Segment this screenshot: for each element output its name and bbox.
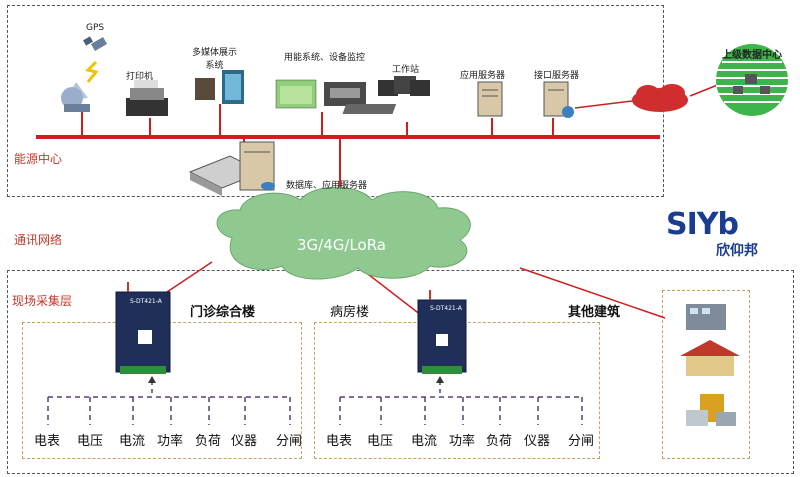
meter-label: 电表 <box>34 434 61 449</box>
gateway-label-2: S-DT421-A <box>430 305 462 312</box>
gps-label: GPS <box>86 23 105 33</box>
building-outpatient-label: 门诊综合楼 <box>190 305 256 320</box>
interface-server-label: 接口服务器 <box>534 71 580 81</box>
building-other-label: 其他建筑 <box>568 305 621 320</box>
gateway-label-1: S-DT421-A <box>130 298 162 305</box>
upper-datacenter-label: 上级数据中心 <box>722 50 782 61</box>
meter-label: 电流 <box>411 434 438 449</box>
building-inpatient-label: 病房楼 <box>330 305 370 320</box>
meter-label: 功率 <box>157 434 184 449</box>
meter-label: 电压 <box>367 434 394 449</box>
database-server-label: 数据库、应用服务器 <box>286 181 368 191</box>
comm-network-label: 通讯网络 <box>14 233 63 247</box>
meter-label: 仪器 <box>231 434 258 449</box>
meter-label: 分闸 <box>568 434 595 449</box>
workstation-label: 工作站 <box>392 65 420 75</box>
energy-monitor-label: 用能系统、设备监控 <box>284 53 366 63</box>
energy-center-label: 能源中心 <box>14 152 63 166</box>
meter-label: 负荷 <box>486 434 513 449</box>
multimedia-label: 多媒体展示系统 <box>192 48 238 71</box>
brand-logo: SIYb 欣仰邦 <box>666 210 776 266</box>
brand-name: 欣仰邦 <box>716 243 758 259</box>
printer-label: 打印机 <box>126 72 154 82</box>
other-building-box <box>662 290 750 459</box>
meter-label: 功率 <box>449 434 476 449</box>
meter-label: 电压 <box>77 434 104 449</box>
meter-label: 负荷 <box>195 434 222 449</box>
brand-logo-mark: SIYb <box>666 207 739 242</box>
meter-label: 电表 <box>326 434 353 449</box>
meter-label: 电流 <box>119 434 146 449</box>
app-server-label: 应用服务器 <box>460 71 506 81</box>
field-layer-label: 现场采集层 <box>12 294 73 308</box>
meter-label: 仪器 <box>524 434 551 449</box>
meter-label: 分闸 <box>276 434 303 449</box>
cloud-label: 3G/4G/LoRa <box>297 236 386 254</box>
